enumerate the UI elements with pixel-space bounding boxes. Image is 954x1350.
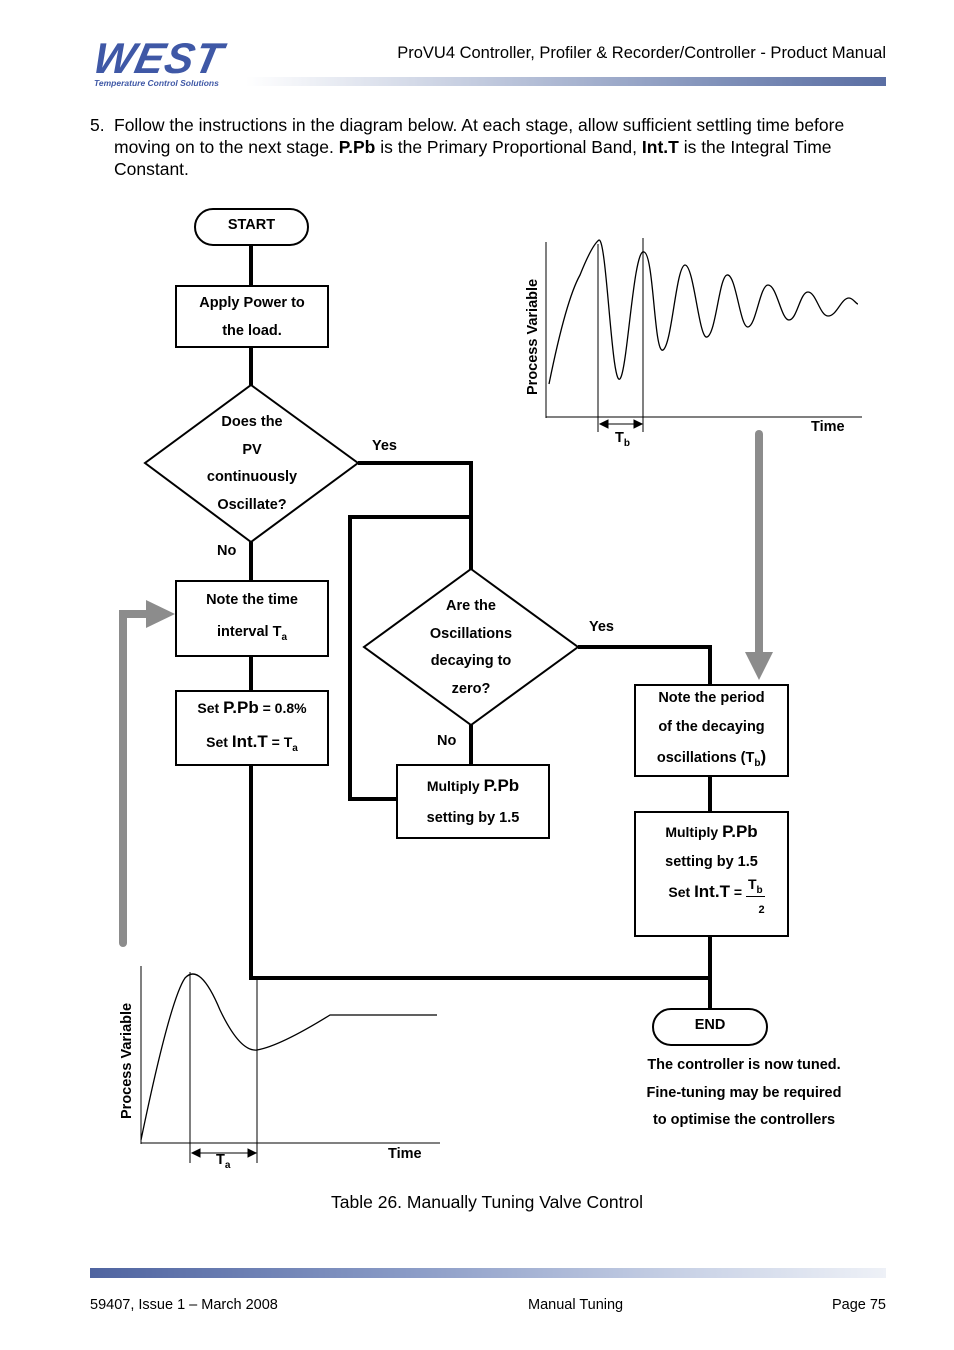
manual-title: ProVU4 Controller, Profiler & Recorder/C…	[397, 44, 886, 62]
end-note-line2: Fine-tuning may be required	[646, 1084, 842, 1101]
graph-top-curve	[548, 239, 859, 385]
multiply-set-box: Multiply P.Pb setting by 1.5 Set Int.T =…	[634, 811, 789, 937]
logo-tagline: Temperature Control Solutions	[94, 78, 219, 88]
note-period-line2: of the decaying	[658, 718, 765, 735]
decision1-text: Does the PV continuously Oscillate?	[160, 409, 344, 519]
no-label-2: No	[437, 733, 457, 749]
decision2-text: Are the Oscillations decaying to zero?	[379, 593, 563, 703]
intro-term-intt: Int.T	[641, 137, 679, 157]
apply-power-line1: Apply Power to	[199, 294, 305, 311]
graph-bottom-curve	[140, 973, 437, 1141]
note-period-sub: b	[754, 757, 761, 769]
graph-top-marker-sub: b	[623, 437, 630, 449]
decision-diamond-oscillate	[143, 383, 360, 544]
set2-den: 2	[758, 903, 765, 916]
decision-diamond-decaying	[362, 567, 580, 727]
intro-text-c: is the Integral Time Constant.	[114, 137, 832, 179]
set2-term: Int.T	[694, 882, 730, 901]
note-period-box: Note the period of the decaying oscillat…	[634, 684, 789, 777]
yes-label-2: Yes	[589, 619, 614, 635]
intro-paragraph: 5. Follow the instructions in the diagra…	[90, 114, 890, 180]
note-time-line1: Note the time	[206, 591, 298, 608]
apply-power-box: Apply Power to the load.	[175, 285, 329, 348]
decision2-line2: Oscillations	[429, 625, 513, 642]
note-time-line2: interval T	[216, 623, 282, 640]
decision1-line4: Oscillate?	[217, 496, 287, 513]
intro-text-a: Follow the instructions in the diagram b…	[114, 115, 845, 157]
end-terminal: END	[652, 1008, 768, 1046]
graph-top	[545, 238, 862, 432]
multiply2-term: P.Pb	[722, 822, 758, 841]
set2-prefix: Set	[668, 884, 695, 900]
set2-num: T	[747, 876, 757, 892]
set-intt-value: = T	[267, 734, 293, 751]
graph-bottom-xlabel: Time	[388, 1146, 422, 1162]
gray-arrow-down	[745, 430, 773, 680]
decision2-line3: decaying to	[430, 653, 512, 669]
end-note-line1: The controller is now tuned.	[647, 1057, 841, 1073]
decision2-line4: zero?	[451, 680, 491, 697]
set-ppb-value: = 0.8%	[258, 700, 307, 717]
end-note-line3: to optimise the controllers	[652, 1112, 836, 1128]
intro-text-b: is the Primary Proportional Band,	[375, 137, 642, 157]
note-time-box: Note the time interval Ta	[175, 580, 329, 657]
multiply2-line2: setting by 1.5	[665, 854, 758, 870]
decision2-line1: Are the	[446, 598, 496, 614]
step-number: 5.	[90, 115, 105, 135]
intro-term-ppb: P.Pb	[338, 137, 376, 157]
start-label: START	[227, 217, 276, 233]
graph-bottom-ylabel: Process Variable	[119, 1002, 135, 1119]
set-ppb-intt-box: Set P.Pb = 0.8% Set Int.T = Ta	[175, 690, 329, 766]
graph-top-marker-t: T	[615, 430, 624, 446]
note-period-close: )	[760, 746, 767, 766]
note-time-sub: a	[281, 631, 288, 643]
footer-rule	[90, 1268, 886, 1278]
end-note: The controller is now tuned. Fine-tuning…	[604, 1052, 884, 1135]
multiply-term: P.Pb	[483, 775, 520, 795]
graph-top-marker: Tb	[615, 430, 630, 449]
start-terminal: START	[194, 208, 309, 246]
decision1-line2: PV	[242, 441, 262, 458]
header-rule	[246, 77, 886, 86]
graph-bottom-marker: Ta	[216, 1152, 230, 1171]
note-period-line1: Note the period	[658, 689, 765, 706]
footer-page: Page 75	[831, 1297, 886, 1313]
graph-bottom-marker-t: T	[216, 1152, 225, 1168]
set-intt-prefix: Set	[206, 734, 232, 751]
multiply-ppb-box: Multiply P.Pb setting by 1.5	[396, 764, 550, 839]
footer-section: Manual Tuning	[528, 1297, 624, 1313]
set2-num-sub: b	[756, 884, 763, 896]
multiply2-prefix: Multiply	[665, 824, 723, 840]
set-ppb-prefix: Set	[197, 700, 224, 717]
yes-label-1: Yes	[372, 438, 397, 454]
set-intt-term: Int.T	[231, 732, 268, 752]
graph-top-ylabel: Process Variable	[525, 278, 541, 395]
footer-issue: 59407, Issue 1 – March 2008	[90, 1297, 278, 1313]
decision1-line3: continuously	[206, 469, 298, 485]
set-ppb-term: P.Pb	[223, 698, 259, 718]
graph-top-xlabel: Time	[811, 419, 845, 435]
note-period-line3: oscillations (T	[656, 749, 755, 766]
multiply-prefix: Multiply	[426, 777, 484, 794]
apply-power-line2: the load.	[222, 322, 282, 339]
gray-arrow-up	[119, 600, 175, 947]
flow-connectors	[249, 246, 712, 1010]
decision1-line1: Does the	[221, 414, 283, 430]
end-label: END	[694, 1017, 726, 1033]
set2-fraction: Tb 2	[745, 876, 765, 916]
table-caption: Table 26. Manually Tuning Valve Control	[331, 1192, 643, 1212]
set2-eq: =	[729, 884, 746, 900]
graph-bottom-marker-sub: a	[224, 1159, 231, 1171]
multiply-line2: setting by 1.5	[426, 809, 520, 826]
set-intt-sub: a	[292, 742, 298, 754]
no-label-1: No	[217, 543, 237, 559]
graph-bottom	[140, 966, 440, 1163]
